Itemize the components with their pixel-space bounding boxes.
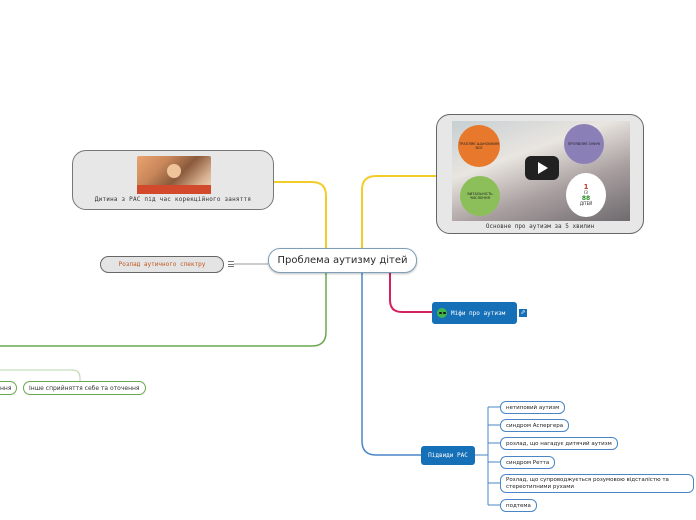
subtype-asperger[interactable]: синдром Аспергера (500, 419, 570, 432)
video-caption: Основне про аутизм за 5 хвилин (485, 223, 595, 230)
subtype-label: синдром Ретта (506, 459, 550, 466)
branch-to-video-card (361, 175, 436, 248)
branch-to-approaches (361, 273, 421, 456)
thumb-bubble-orange: ТРАПЛЯЄ ШАНОВНИМ ВСЕ (458, 125, 500, 167)
image-card[interactable]: Дитина з РАС під час корекційного занятт… (72, 150, 274, 210)
video-card[interactable]: ТРАПЛЯЄ ШАНОВНИМ ВСЕ ПРОЯВЛЯЄ ОНИЧІ ВИТА… (436, 114, 644, 234)
central-topic[interactable]: Проблема аутизму дітей (268, 248, 417, 273)
subtype-atypical-autism[interactable]: нетиповий аутизм (500, 401, 566, 414)
link-icon[interactable]: ⇗ (519, 309, 527, 317)
stat-one: 1 (583, 183, 589, 191)
green-subtopic-partial[interactable]: ння (0, 381, 18, 395)
branch-green-sub (0, 369, 81, 388)
green-subtopic-perception[interactable]: Інше сприйняття себе та оточення (23, 381, 146, 395)
notes-icon[interactable] (228, 261, 234, 267)
subtype-label: розлад, що нагадує дитячий аутизм (506, 440, 612, 447)
thumb-bubble-green: ВИТАЛЬНІСТЬ ЧИСЛЕННЯ (460, 176, 500, 216)
image-card-caption: Дитина з РАС під час корекційного занятт… (94, 196, 252, 203)
branch-to-myths (389, 273, 432, 313)
subtype-rett[interactable]: синдром Ретта (500, 456, 556, 469)
stat-children: ДІТЕЙ (579, 201, 593, 206)
alien-emoji-icon (437, 308, 447, 318)
branch-green (0, 273, 327, 347)
branch-to-image-card (274, 181, 327, 248)
thumb-bubble-purple: ПРОЯВЛЯЄ ОНИЧІ (564, 124, 604, 164)
subtype-label: синдром Аспергера (506, 422, 564, 429)
subtype-label: нетиповий аутизм (506, 404, 560, 411)
branch-approach-children (475, 406, 500, 506)
video-thumbnail[interactable]: ТРАПЛЯЄ ШАНОВНИМ ВСЕ ПРОЯВЛЯЄ ОНИЧІ ВИТА… (452, 121, 630, 221)
stat-number: 88 (581, 195, 591, 202)
green-subtopic-label: ння (0, 384, 12, 392)
spectrum-topic[interactable]: Розлад аутичного спектру (100, 256, 224, 273)
approaches-label: Підвиди РАС (428, 452, 468, 459)
myths-label: Міфи про аутизм (451, 309, 506, 317)
approaches-topic[interactable]: Підвиди РАС (421, 446, 475, 465)
child-photo-image (137, 156, 211, 194)
subtype-intellectual-disability[interactable]: Розлад, що супроводжується розумовою від… (500, 474, 694, 493)
subtype-childhood-like[interactable]: розлад, що нагадує дитячий аутизм (500, 437, 618, 450)
green-subtopic-label: Інше сприйняття себе та оточення (29, 384, 140, 392)
subtype-label: подтема (506, 502, 531, 509)
central-topic-label: Проблема аутизму дітей (277, 255, 408, 266)
spectrum-label: Розлад аутичного спектру (118, 261, 206, 268)
thumb-bubble-stat: 1 ІЗ 88 ДІТЕЙ (566, 173, 606, 217)
play-icon[interactable] (525, 156, 559, 180)
subtype-subtopic[interactable]: подтема (500, 499, 537, 512)
stat-from: ІЗ (584, 190, 588, 195)
subtype-label: Розлад, що супроводжується розумовою від… (506, 476, 669, 490)
myths-topic[interactable]: Міфи про аутизм (432, 302, 517, 324)
